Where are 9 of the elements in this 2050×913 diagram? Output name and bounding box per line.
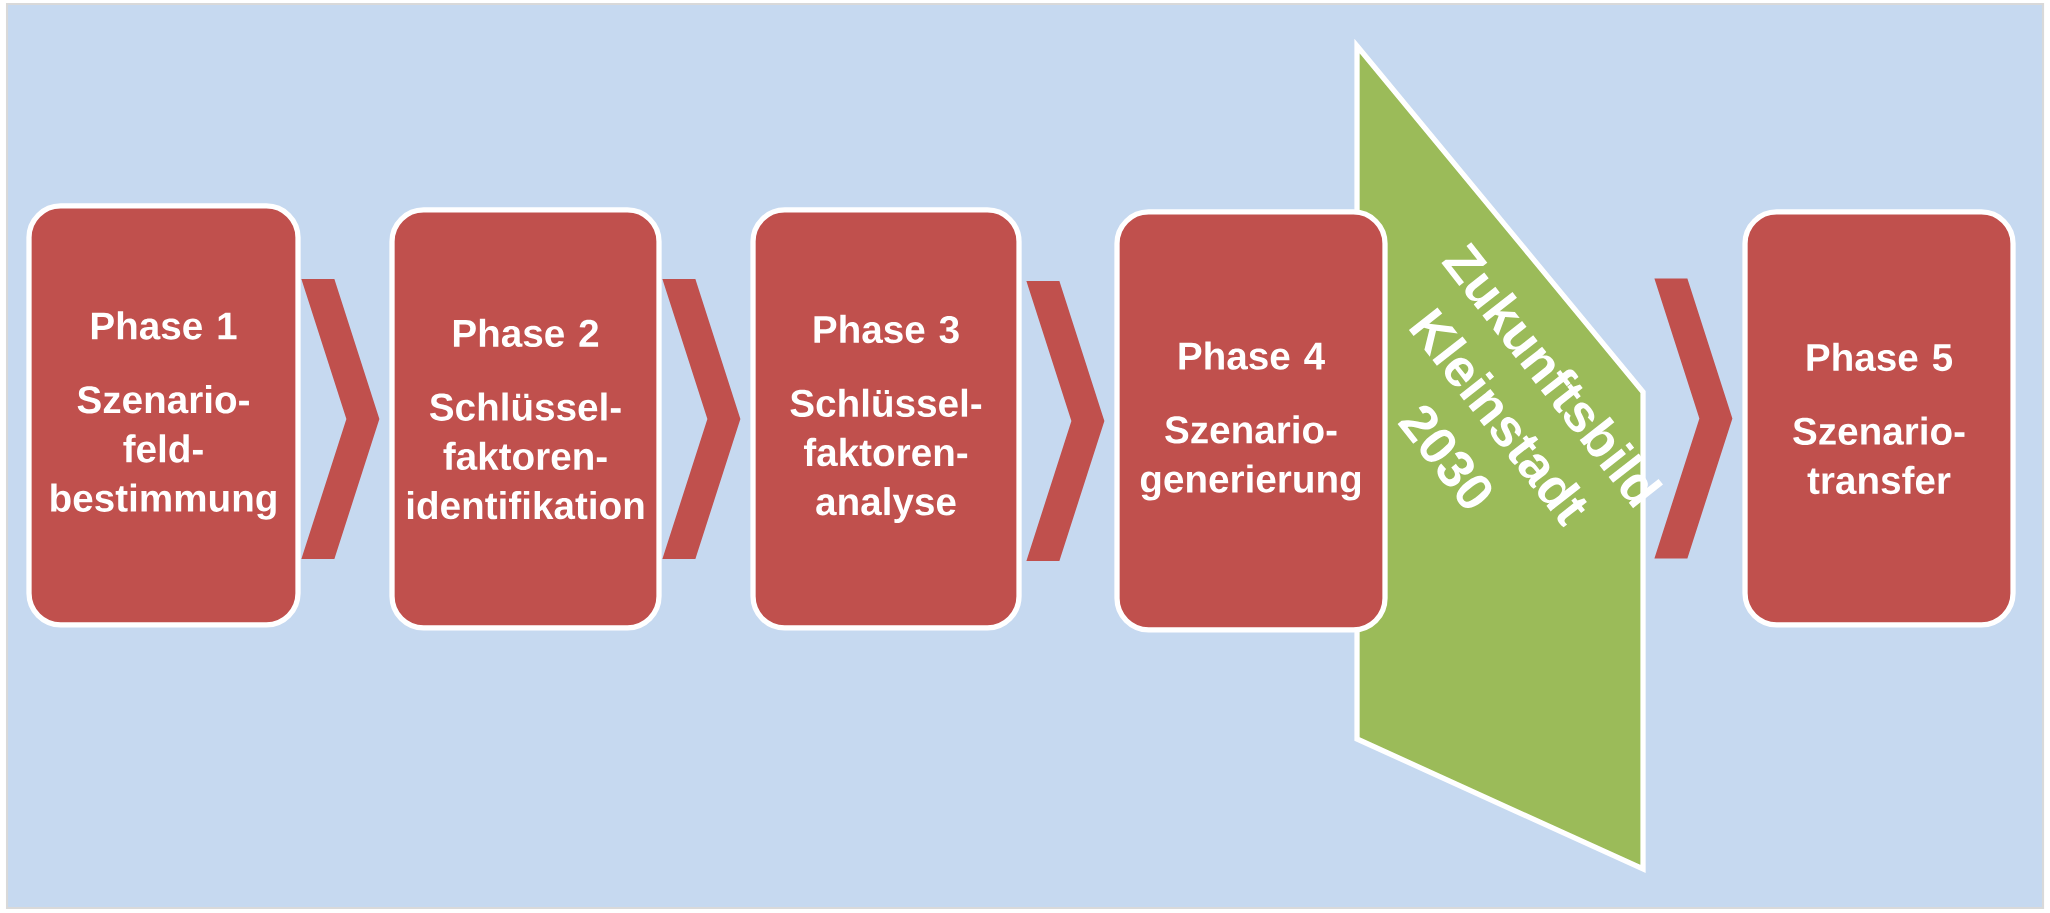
chevron-arrow <box>301 279 380 559</box>
phase-box: Phase 3 Schlüssel- faktoren- analyse <box>750 207 1022 631</box>
chevron-arrow <box>1654 278 1733 559</box>
phase-box: Phase 5 Szenario- transfer <box>1742 209 2016 628</box>
chevron-arrow <box>1026 281 1105 561</box>
phase-box: Phase 1 Szenario- feld- bestimmung <box>26 203 301 628</box>
phase-box: Phase 2 Schlüssel- faktoren- identifikation <box>389 207 662 631</box>
chevron-arrow <box>662 279 741 559</box>
phase-box: Phase 4 Szenario- generierung <box>1114 209 1388 633</box>
